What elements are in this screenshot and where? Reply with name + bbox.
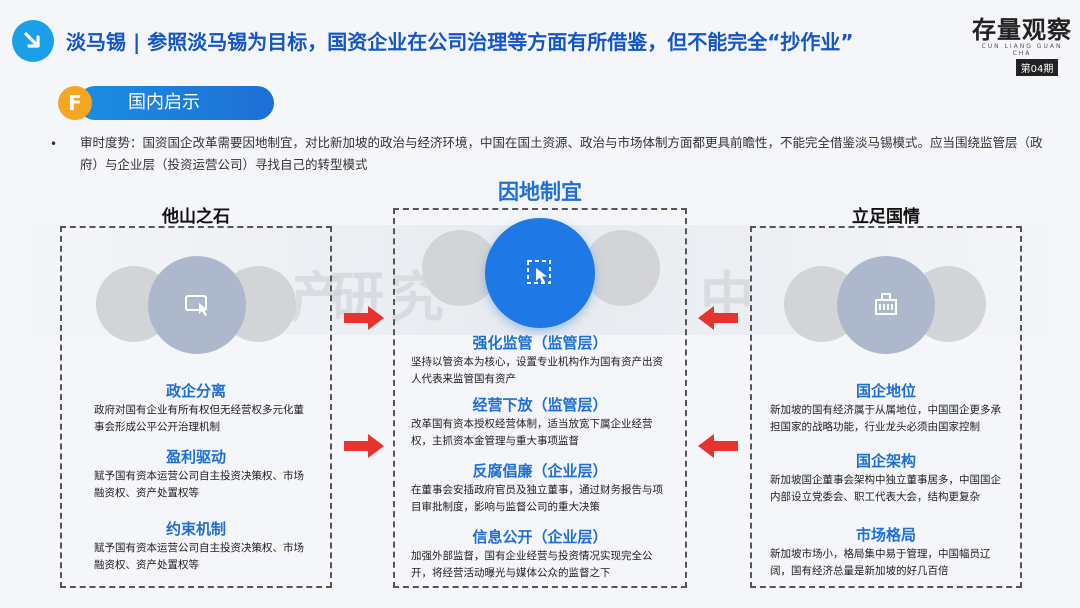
- touch-screen-icon: [148, 256, 246, 354]
- right-item-text: 新加坡国企董事会架构中独立董事居多，中国国企内部设立党委会、职工代表大会，结构更…: [770, 474, 1001, 503]
- select-cursor-icon: [485, 218, 595, 328]
- building-icon: [837, 256, 935, 354]
- middle-item-title: 经营下放（监管层）: [472, 396, 608, 414]
- left-item-text: 赋予国有资本运营公司自主投资决策权、市场融资权、资产处置权等: [94, 542, 304, 571]
- brand-logo: 存量观察 CUN LIANG GUAN CHA 第04期: [972, 10, 1072, 76]
- middle-item-text: 在董事会安插政府官员及独立董事，通过财务报告与项目审批制度，影响与监督公司的重大…: [411, 484, 663, 513]
- issue-badge: 第04期: [1015, 59, 1059, 76]
- right-item-title: 国企架构: [855, 452, 916, 470]
- right-item-title: 市场格局: [855, 526, 916, 544]
- right-item-text: 新加坡市场小，格局集中易于管理，中国幅员辽阔，国有经济总量是新加坡的好几百倍: [770, 548, 991, 577]
- middle-item-title: 反腐倡廉（企业层）: [472, 462, 608, 480]
- left-item-text: 赋予国有资本运营公司自主投资决策权、市场融资权、资产处置权等: [94, 470, 304, 499]
- right-column-title: 立足国情: [852, 207, 920, 227]
- middle-item-text: 改革国有资本授权经营体制，适当放宽下属企业经营权，主抓资本金管理与重大事项监督: [411, 418, 653, 447]
- bullet-icon: •: [50, 137, 58, 151]
- arrow-down-right-icon: [12, 20, 54, 62]
- left-column-title: 他山之石: [162, 207, 230, 227]
- middle-item-title: 强化监管（监管层）: [472, 334, 608, 352]
- section-pill: 国内启示: [78, 86, 274, 120]
- brand-subtitle: CUN LIANG GUAN CHA: [981, 43, 1063, 57]
- left-panel: [60, 226, 332, 588]
- decor-circle: [584, 230, 660, 306]
- arrow-left-icon: [698, 434, 738, 458]
- middle-item-text: 加强外部监督，国有企业经营与投资情况实现完全公开，将经营活动曝光与媒体公众的监督…: [411, 550, 653, 579]
- right-item-text: 新加坡的国有经济属于从属地位，中国国企更多承担国家的战略功能，行业龙头必须由国家…: [770, 404, 1001, 433]
- middle-item-text: 坚持以管资本为核心，设置专业机构作为国有资产出资人代表来监管国有资产: [411, 356, 663, 385]
- intro-text: 审时度势：国资国企改革需要因地制宜，对比新加坡的政治与经济环境，中国在国土资源、…: [80, 135, 1043, 172]
- brand-name: 存量观察: [972, 16, 1072, 44]
- page-title: 淡马锡 | 参照淡马锡为目标，国资企业在公司治理等方面有所借鉴，但不能完全“抄作…: [66, 30, 854, 54]
- arrow-right-icon: [344, 306, 384, 330]
- left-item-title: 政企分离: [165, 382, 226, 400]
- middle-panel: [393, 208, 687, 588]
- middle-column-title: 因地制宜: [498, 180, 582, 204]
- left-item-text: 政府对国有企业有所有权但无经营权多元化董事会形成公平公开治理机制: [94, 404, 304, 433]
- arrow-right-icon: [344, 434, 384, 458]
- left-item-title: 盈利驱动: [165, 448, 226, 466]
- left-item-title: 约束机制: [165, 520, 226, 538]
- arrow-left-icon: [698, 306, 738, 330]
- middle-item-title: 信息公开（企业层）: [472, 528, 608, 546]
- section-letter-badge: F: [58, 86, 92, 120]
- right-panel: [750, 226, 1022, 588]
- right-item-title: 国企地位: [855, 382, 916, 400]
